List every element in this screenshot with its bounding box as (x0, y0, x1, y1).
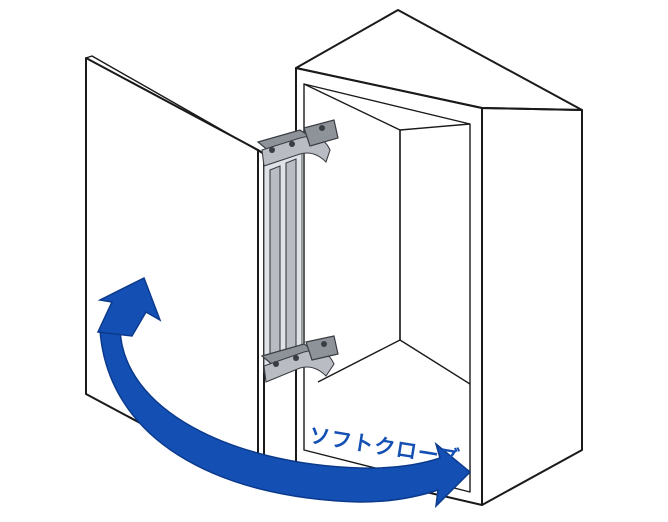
inner-top-right-edge (399, 123, 471, 131)
bottom-hinge-mount (305, 335, 339, 361)
bottom-hinge-screw-3 (321, 341, 327, 347)
top-hinge (256, 119, 339, 167)
door-top-edge (85, 55, 265, 155)
bottom-hinge-screw-2 (293, 355, 299, 361)
arrow-body (99, 327, 472, 509)
cabinet-top (295, 9, 583, 111)
damper-rod-right (285, 158, 297, 361)
top-hinge-screw-2 (289, 141, 295, 147)
cabinet-opening (303, 83, 471, 493)
bottom-hinge (260, 335, 339, 383)
top-hinge-mount (303, 119, 339, 147)
cabinet-side (481, 107, 583, 506)
soft-close-label: ソフトクローズ (307, 423, 462, 471)
arrow-tail-head (96, 276, 162, 337)
hinge-hardware (256, 119, 339, 383)
top-hinge-screw-1 (269, 147, 275, 153)
soft-close-arrow (96, 276, 472, 509)
top-hinge-screw-3 (319, 125, 325, 131)
door-edge (257, 149, 265, 487)
inner-back-top-edge (303, 83, 401, 340)
bottom-hinge-screw-1 (273, 361, 279, 367)
damper-rod-left (269, 165, 281, 367)
inner-bottom-edge (317, 339, 471, 385)
